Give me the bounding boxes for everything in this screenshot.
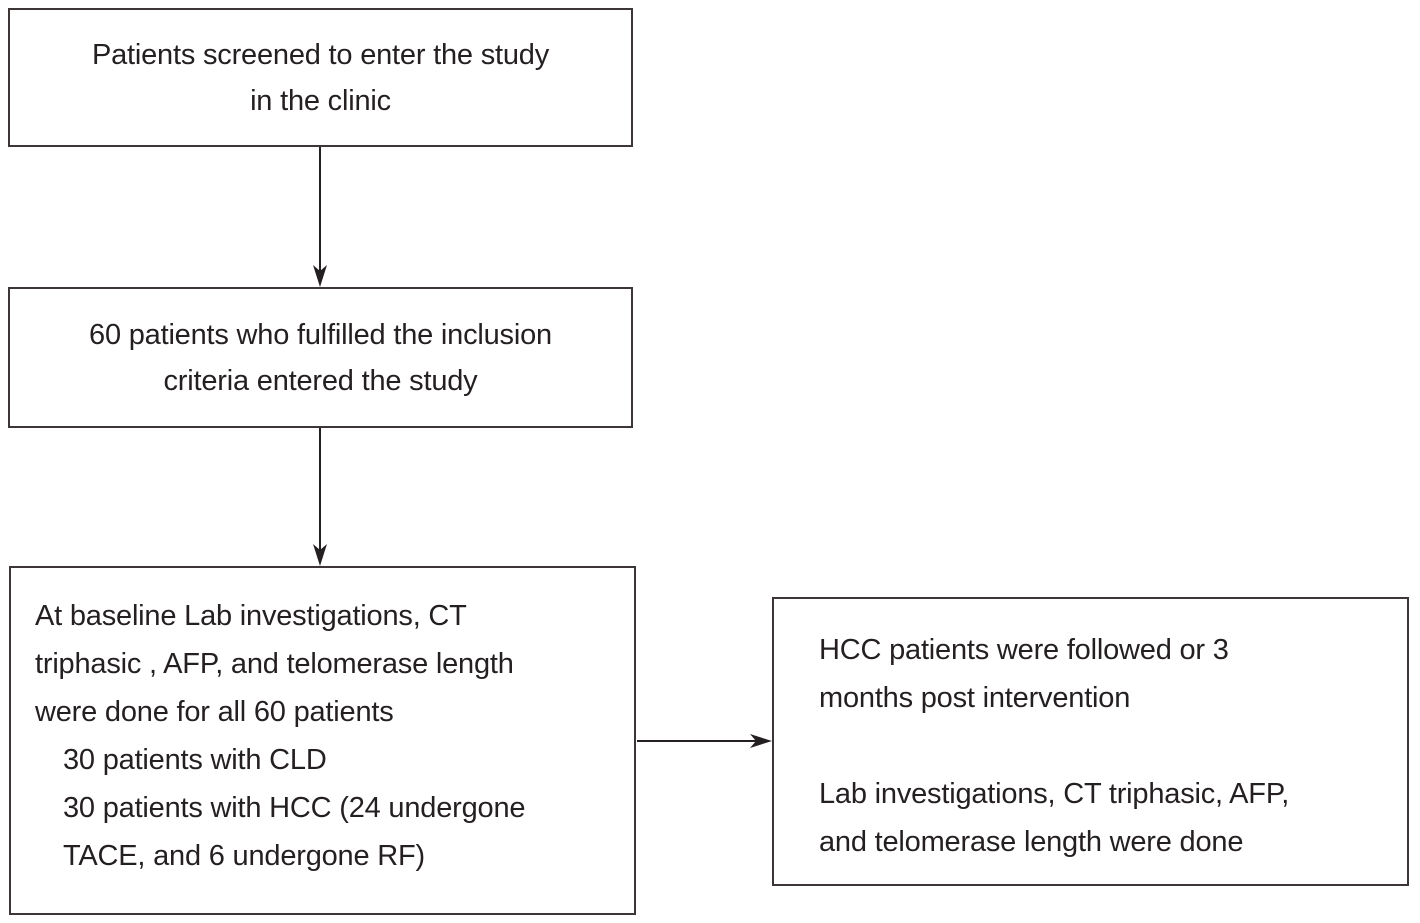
box-baseline-line-2: triphasic , AFP, and telomerase length [35, 648, 514, 680]
box-inclusion-line-1: 60 patients who fulfilled the inclusion [89, 318, 552, 351]
box-baseline-line-3: were done for all 60 patients [35, 696, 394, 728]
arrow-down-screened-to-inclusion [313, 147, 327, 287]
flow-box-followup: HCC patients were followed or 3 months p… [772, 597, 1409, 886]
arrow-right-baseline-to-followup [637, 734, 772, 748]
box-screened-line-1: Patients screened to enter the study [91, 38, 550, 71]
flow-box-inclusion: 60 patients who fulfilled the inclusion … [8, 287, 633, 428]
box-screened-line-2: in the clinic [250, 84, 391, 117]
flow-box-screened: Patients screened to enter the study in … [8, 8, 633, 147]
box-baseline-line-1: At baseline Lab investigations, CT [35, 600, 467, 632]
box-followup-para1-line-1: HCC patients were followed or 3 [819, 634, 1229, 666]
box-baseline-line-6: TACE, and 6 undergone RF) [63, 840, 425, 872]
paragraph-spacer [819, 722, 1389, 770]
box-followup-para2-line-2: and telomerase length were done [819, 826, 1244, 858]
box-inclusion-line-2: criteria entered the study [163, 364, 478, 397]
arrow-down-inclusion-to-baseline [313, 428, 327, 566]
flow-box-baseline: At baseline Lab investigations, CT triph… [9, 566, 636, 915]
box-followup-para2-line-1: Lab investigations, CT triphasic, AFP, [819, 778, 1290, 810]
box-followup-para1-line-2: months post intervention [819, 682, 1131, 714]
box-baseline-line-5: 30 patients with HCC (24 undergone [63, 792, 526, 824]
box-baseline-line-4: 30 patients with CLD [63, 744, 327, 776]
